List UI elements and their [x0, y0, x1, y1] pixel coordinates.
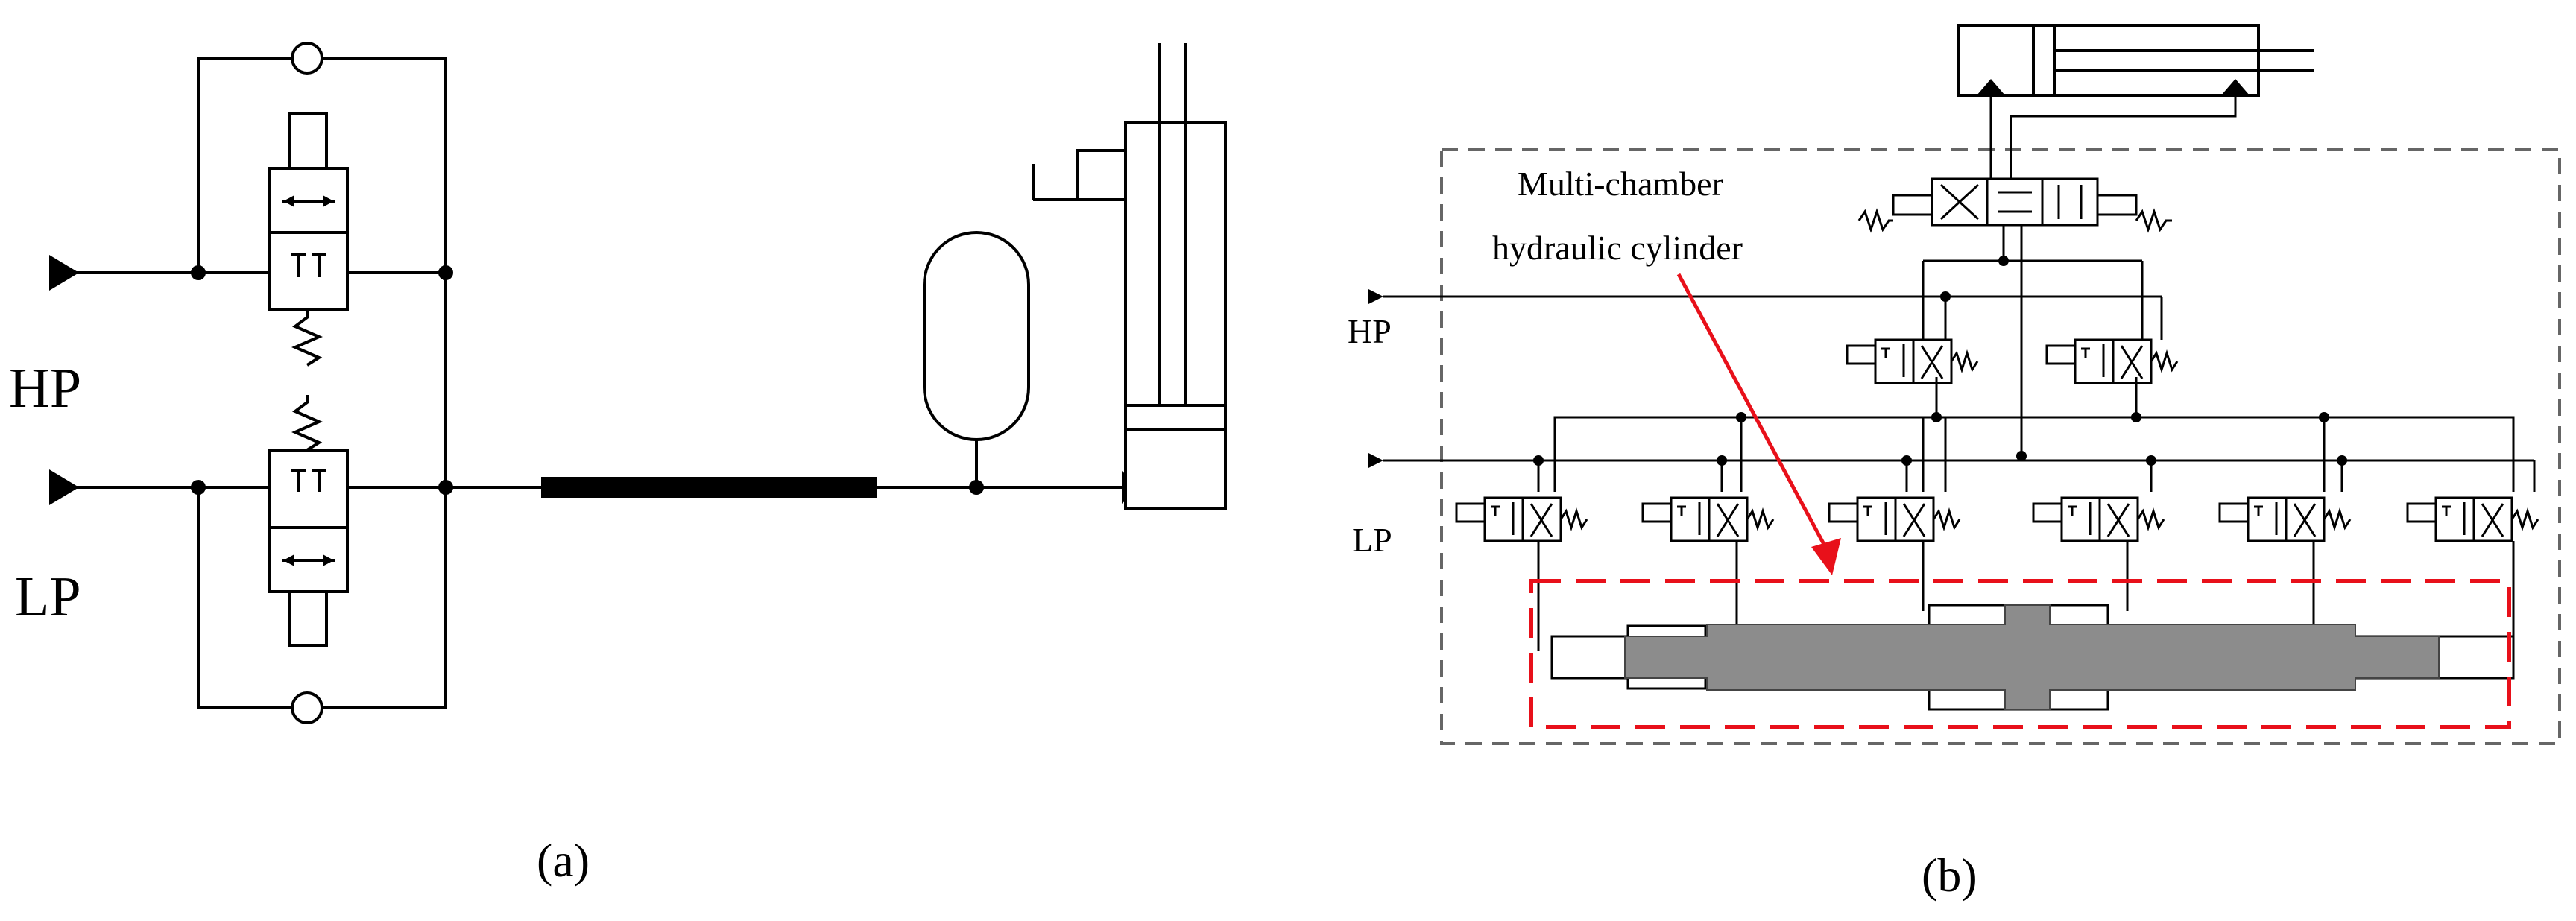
multi-chamber-cylinder [1550, 604, 2515, 711]
hp-valve-right [2045, 338, 2179, 384]
panel-a-circuit [49, 42, 1227, 724]
piston-rod [1624, 604, 2440, 710]
annotation-line-1: Multi-chamber [1518, 165, 1723, 203]
accumulator [923, 231, 1030, 441]
lower-solenoid-valve [268, 395, 349, 647]
system-boundary [1440, 148, 2561, 745]
lp-valve-6 [2406, 496, 2539, 542]
panel-a-caption: (a) [537, 834, 590, 887]
panel-b-circuit [1368, 24, 2561, 745]
hp-valve-left [1846, 338, 1979, 384]
transmission-pipe [541, 477, 877, 498]
annotation-arrow [1676, 273, 1828, 550]
lp-valve-5 [2218, 496, 2352, 542]
panel-b-lp-label: LP [1352, 521, 1392, 559]
lower-check-valve [291, 691, 323, 724]
lp-valve-3 [1828, 496, 1961, 542]
directional-valve [1857, 177, 2172, 233]
panel-a-lp-label: LP [15, 566, 81, 628]
hydraulic-cylinder-a [1032, 43, 1227, 510]
lp-valve-1 [1455, 496, 1588, 542]
upper-check-valve [291, 42, 323, 75]
cylinder-highlight-box [1529, 579, 2511, 729]
annotation-line-2: hydraulic cylinder [1492, 229, 1743, 267]
lp-valve-2 [1641, 496, 1775, 542]
panel-b-hp-label: HP [1348, 312, 1392, 350]
actuator-cylinder [1957, 24, 2314, 97]
lp-valve-4 [2032, 496, 2165, 542]
upper-solenoid-valve [268, 112, 349, 367]
panel-b-caption: (b) [1922, 849, 1977, 902]
panel-a-hp-label: HP [9, 357, 81, 420]
